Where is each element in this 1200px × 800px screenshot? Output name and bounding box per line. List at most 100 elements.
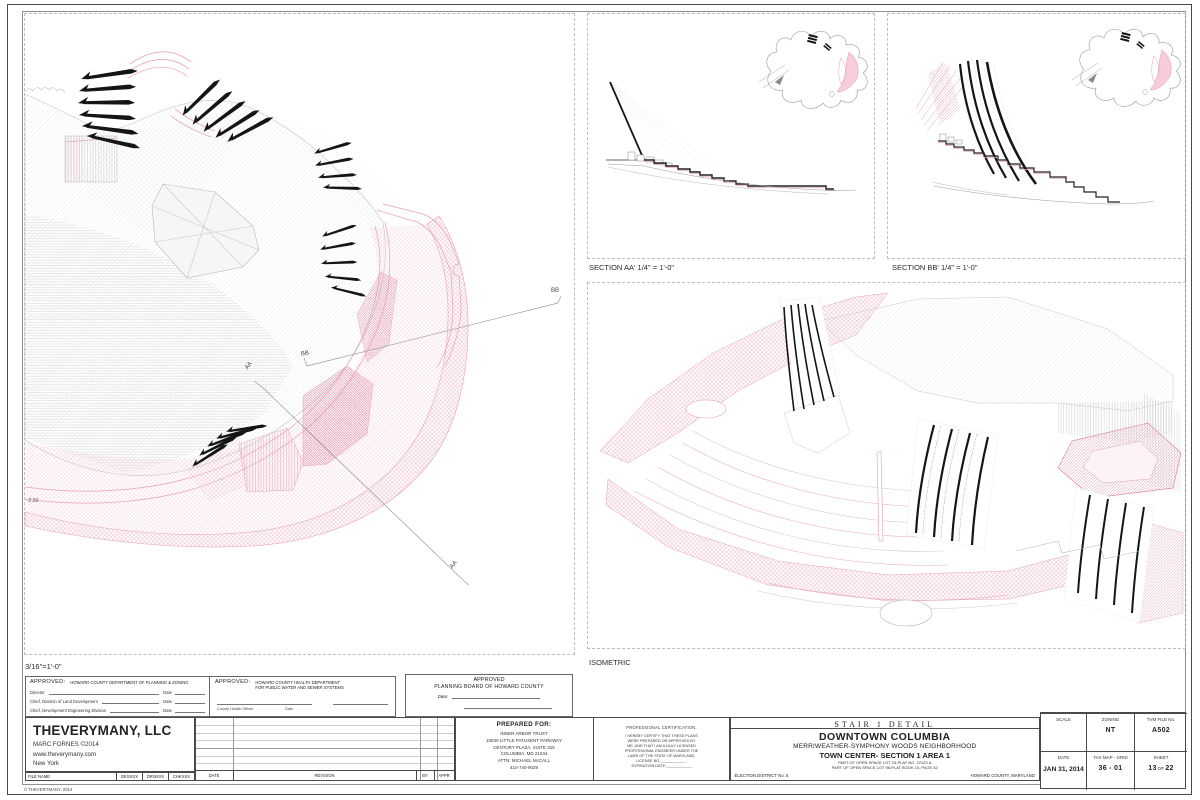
column-divider (232, 718, 234, 780)
date-line (175, 707, 205, 714)
date-value: JAN 31, 2014 (1043, 766, 1084, 774)
sheet-of: OF (1157, 766, 1165, 772)
client-phone: 410-740-9029 (509, 764, 539, 770)
date-label: Date: (437, 694, 449, 699)
signature-row: Chief, Division of Land Development Date (30, 698, 205, 704)
certification-line: WERE PREPARED OR APPROVED BY (627, 739, 696, 743)
certification-line: LICENSE NO.____________, (636, 759, 687, 763)
certification-line: LAWS OF THE STATE OF MARYLAND, (627, 754, 696, 758)
client-contact: ATTN: MICHAEL McCALL (497, 758, 551, 763)
date-cell: DATE JAN 31, 2014 (1041, 751, 1086, 789)
revision-header: DATE REVISION BY APPR (195, 769, 454, 780)
plan-level-label: -2.50 (27, 498, 39, 504)
signer-title: County Health Officer (217, 706, 254, 711)
approval-planning-zoning-box: APPROVED: HOWARD COUNTY DEPARTMENT OF PL… (25, 676, 210, 717)
column-divider (436, 718, 438, 780)
certification-box: PROFESSIONAL CERTIFICATION. I HEREBY CER… (593, 717, 730, 781)
approval-health-box: APPROVED: HOWARD COUNTY HEALTH DEPARTMEN… (209, 676, 396, 717)
project-subtitle: MERRIWEATHER-SYMPHONY WOODS NEIGHBORHOOD (793, 743, 977, 750)
approved-label: APPROVED: (215, 679, 251, 685)
client-address: COLUMBIA, MD 21044 (500, 751, 548, 757)
certification-line: EXPIRATION DATE:____________ (631, 764, 692, 768)
client-address: CENTURY PLAZA, SUITE 315 (493, 744, 555, 750)
revision-table: DATE REVISION BY APPR (194, 717, 455, 781)
plat-line: PART OF OPEN SPACE LOT 23-PLAT NO. 22123… (838, 760, 932, 765)
file-number-value: A502 (1152, 727, 1170, 734)
signer-title: Chief, Division of Land Development (30, 698, 98, 704)
revision-rows (195, 718, 454, 771)
signature-row: County Health Officer Date (215, 698, 390, 712)
signature-line (464, 703, 552, 709)
section-bb-viewport (887, 13, 1186, 259)
approved-label: APPROVED: (30, 679, 66, 685)
prepared-for-box: PREPARED FOR: INNER ARBOR TRUST 10630 LI… (454, 717, 594, 781)
sheet-outer-border (7, 4, 1192, 795)
file-number-cell: TVM FILE No. A502 (1134, 713, 1187, 752)
taxmap-cell: TAX MAP - GRID 36 - 01 (1086, 751, 1134, 790)
sheet-total: 22 (1165, 765, 1174, 773)
date-label: Date (285, 706, 294, 711)
signer-title: Chief, Development Engineering Division (30, 708, 107, 714)
agency-name: PLANNING BOARD OF HOWARD COUNTY (434, 684, 544, 690)
firm-city: New York (33, 760, 60, 768)
signature-line (101, 698, 160, 704)
file-number-label: TVM FILE No. (1146, 717, 1176, 722)
date-line (452, 693, 541, 699)
signer-title: Director (30, 689, 45, 695)
plan-scale-label: 3/16"=1'-0" (25, 662, 62, 671)
signature-row: Director Date (30, 689, 205, 695)
firm-website: www.theverymany.com (33, 750, 97, 758)
signature-line (48, 689, 160, 695)
prepared-for-label: PREPARED FOR: (496, 721, 552, 728)
date-label: Date (163, 689, 172, 695)
signature-line (333, 703, 388, 705)
zoning-cell: ZONING NT (1086, 713, 1134, 752)
scale-cell: SCALE (1041, 713, 1086, 751)
approved-label: APPROVED (473, 677, 505, 683)
project-title-box: STAIR 1 DETAIL DOWNTOWN COLUMBIA MERRIWE… (729, 717, 1040, 781)
column-divider (419, 718, 421, 780)
agency-name: HOWARD COUNTY DEPARTMENT OF PLANNING & Z… (70, 680, 189, 685)
section-mark-bb-right: BB (551, 288, 560, 294)
appr-column-header: APPR (433, 770, 454, 780)
taxmap-label: TAX MAP - GRID (1093, 755, 1128, 761)
certification-title: PROFESSIONAL CERTIFICATION. (626, 725, 697, 730)
agency-name: HOWARD COUNTY HEALTH DEPARTMENT FOR PUBL… (255, 680, 343, 691)
signature-line (217, 703, 312, 705)
by-column-header: BY (415, 770, 434, 780)
signature-row: Chief, Development Engineering Division … (30, 707, 205, 714)
section-aa-viewport (587, 13, 875, 259)
project-title: DOWNTOWN COLUMBIA (819, 730, 951, 743)
election-district: ELECTION DISTRICT No. 5 (734, 773, 789, 778)
firm-name: THEVERYMANY, LLC (33, 723, 172, 738)
project-area: TOWN CENTER- SECTION 1 AREA 1 (819, 751, 950, 760)
signature-line (110, 707, 160, 714)
client-name: INNER ARBOR TRUST (500, 731, 548, 736)
date-line (175, 689, 205, 695)
certification-line: ME, AND THAT I AM A DULY LICENSED (627, 744, 696, 748)
approval-planning-board-box: APPROVED PLANNING BOARD OF HOWARD COUNTY… (405, 674, 573, 717)
agency-line: HOWARD COUNTY HEALTH DEPARTMENT (255, 680, 341, 685)
date-column-header: DATE (208, 772, 220, 778)
sheet-detail-title: STAIR 1 DETAIL (730, 718, 1039, 729)
plat-line: PART OF OPEN SPACE LOT 98-PLAT BOOK 15, … (831, 765, 938, 771)
date-label: Date (163, 698, 172, 704)
section-bb-label: SECTION BB' 1/4" = 1'-0" (892, 263, 978, 272)
file-info-row: FILE NAME DESXXX DRNXXX CHKXXX (25, 771, 195, 781)
agency-line: FOR PUBLIC WATER AND SEWER SYSTEMS (255, 685, 344, 691)
copyright-note: © THEVERYMANY, 2014 (24, 787, 73, 792)
checked-by-cell: CHKXXX (168, 772, 194, 780)
isometric-label: ISOMETRIC (589, 658, 631, 667)
revision-column-header: REVISION (232, 770, 416, 780)
firm-box: THEVERYMANY, LLC MARC FORNES ©2014 www.t… (25, 717, 195, 772)
firm-copyright: MARC FORNES ©2014 (33, 741, 99, 748)
client-address: 10630 LITTLE PATUXENT PARKWAY (486, 737, 562, 743)
sheet-info-grid: SCALE ZONING NT TVM FILE No. A502 DATE J… (1040, 712, 1187, 790)
scale-label: SCALE (1056, 717, 1071, 722)
sheet-number-cell: SHEET 13OF22 (1134, 751, 1187, 790)
certification-line: PROFESSIONAL ENGINEER UNDER THE (624, 749, 699, 753)
section-aa-label: SECTION AA' 1/4" = 1'-0" (589, 263, 675, 272)
isometric-viewport (587, 282, 1186, 649)
sheet-value: 13OF22 (1135, 765, 1187, 772)
